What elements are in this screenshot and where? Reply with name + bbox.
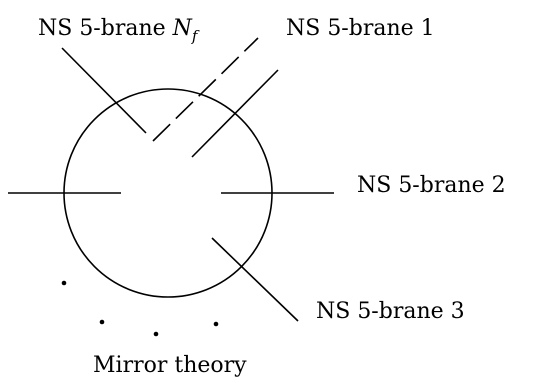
label-mirror-theory: Mirror theory <box>93 353 247 378</box>
ellipsis-dot <box>153 331 159 337</box>
ellipsis-dot <box>99 319 105 325</box>
brane-nf-dashed-line <box>152 37 259 142</box>
label-brane-nf-prefix: NS 5-brane <box>38 16 173 41</box>
label-brane-nf-sub: f <box>191 27 200 45</box>
label-brane-3: NS 5-brane 3 <box>316 299 465 324</box>
brane-3-line <box>211 237 299 322</box>
label-brane-nf-var: N <box>172 16 193 41</box>
label-brane-nf: NS 5-brane Nf <box>38 16 200 45</box>
label-brane-1: NS 5-brane 1 <box>286 16 435 41</box>
label-brane-2: NS 5-brane 2 <box>357 173 506 198</box>
ellipsis-dot <box>61 280 67 286</box>
ellipsis-dot <box>213 321 219 327</box>
brane-1-line <box>191 69 279 158</box>
brane-nf-pointer <box>61 47 147 134</box>
